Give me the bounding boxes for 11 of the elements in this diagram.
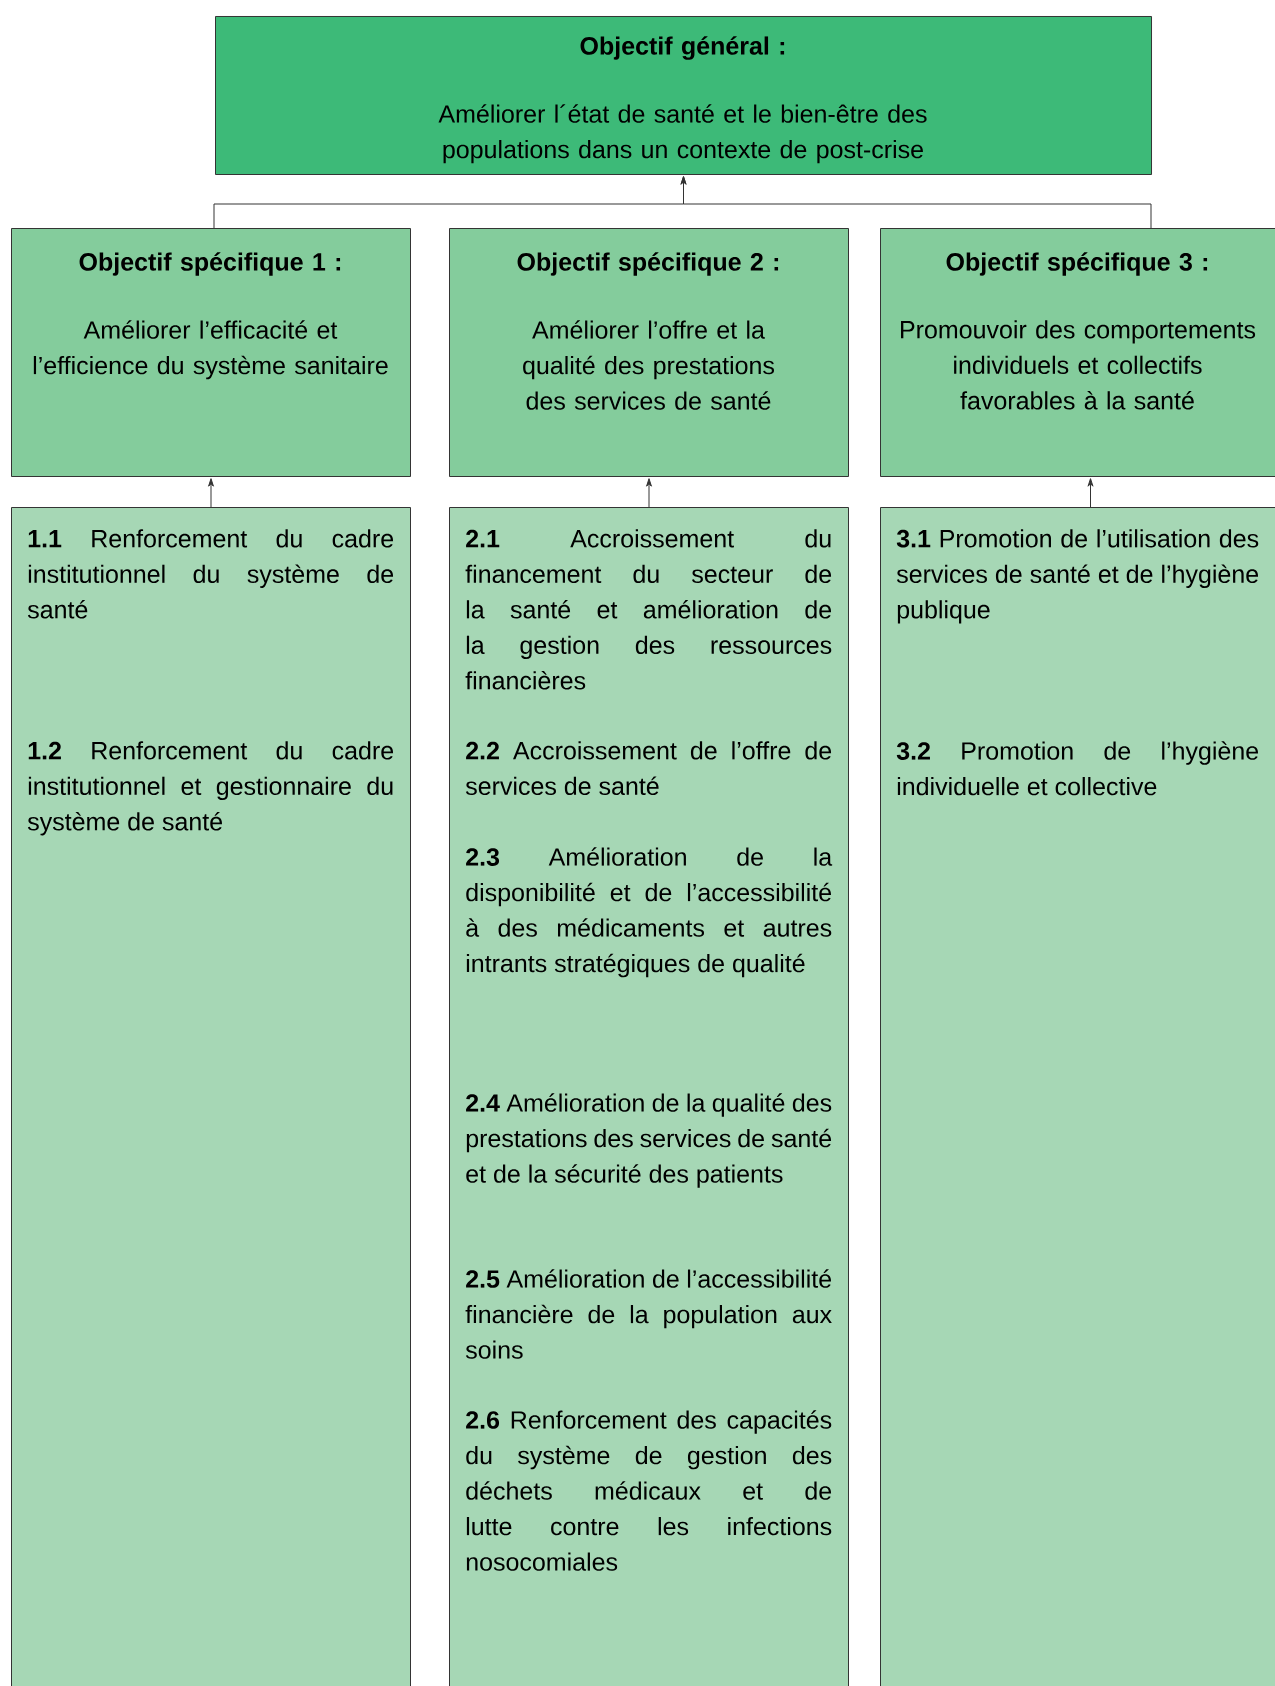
arrow <box>208 478 214 508</box>
objective-box: Objectif spécifique 1 : Améliorer l’efficacité et l’efficience du système sanitaire <box>11 228 411 477</box>
objective-box: Objectif spécifique 3 : Promouvoir des comportements individuels et collectifs favorables à la santé <box>880 228 1275 477</box>
arrow <box>1087 478 1094 508</box>
column-box: 1.1 Renforcement du cadre institutionnel du système de santé 1.2 Renforcement du cadre institutionnel et gestionnaire du système de santé <box>11 507 411 1686</box>
column-box: 2.1 Accroissement du financement du secteur de la santé et amélioration de la gestion des ressources financières 2.2 Accroissement de l’offre de services de santé 2.3 Amélioration de la disponibilité et de l’accessibilité à des médicaments et autres intrants stratégiques de qualité 2.4 Amélioration de la qualité des prestations des services de santé et de la sécurité des patients 2.5 Amélioration de l’accessibilité financière de la population aux soins 2.6 Renforcement des capacités du système de gestion des déchets médicaux et de lutte contre les infections nosocomiales <box>449 507 849 1686</box>
arrow <box>646 478 652 508</box>
goal-box: Objectif général : Améliorer l´état de santé et le bien-être des populations dans un contexte de post-crise <box>215 16 1152 175</box>
column-box: 3.1 Promotion de l’utilisation des services de santé et de l’hygiène publique 3.2 Promotion de l’hygiène individuelle et collective <box>880 507 1275 1686</box>
arrow <box>680 176 1152 229</box>
objective-box: Objectif spécifique 2 : Améliorer l’offre et la qualité des prestations des services de santé <box>449 228 849 477</box>
